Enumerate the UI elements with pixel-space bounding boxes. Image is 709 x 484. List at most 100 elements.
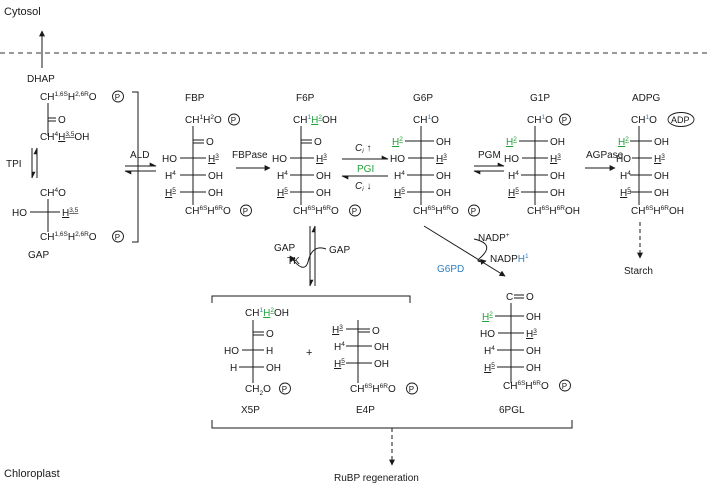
- svg-text:CH6SH6ROH: CH6SH6ROH: [631, 205, 684, 217]
- pgm-enzyme: PGM: [478, 150, 501, 161]
- svg-text:OH: OH: [550, 171, 565, 182]
- tk-enzyme: TK: [287, 256, 300, 267]
- svg-text:P: P: [409, 385, 414, 394]
- svg-text:H2: H2: [482, 311, 493, 323]
- svg-text:H5: H5: [334, 358, 345, 370]
- svg-text:CH1O: CH1O: [631, 114, 657, 126]
- svg-text:H2: H2: [392, 136, 403, 148]
- svg-text:OH: OH: [316, 171, 331, 182]
- svg-text:CH6SH6RO: CH6SH6RO: [503, 380, 549, 392]
- svg-text:O: O: [206, 137, 214, 148]
- rubp-label: RuBP regeneration: [334, 473, 419, 484]
- svg-text:P: P: [115, 233, 120, 242]
- svg-text:CH6SH6ROH: CH6SH6ROH: [527, 205, 580, 217]
- pgi-enzyme: PGI: [357, 164, 374, 175]
- svg-text:CH1H2O: CH1H2O: [185, 114, 222, 126]
- svg-text:HO: HO: [12, 208, 27, 219]
- svg-text:CH1,6SH2,6RO: CH1,6SH2,6RO: [40, 231, 97, 243]
- fbp-label: FBP: [185, 93, 205, 104]
- svg-text:CH6SH6RO: CH6SH6RO: [413, 205, 459, 217]
- svg-text:P: P: [471, 207, 476, 216]
- svg-text:H5: H5: [484, 362, 495, 374]
- svg-text:OH: OH: [436, 188, 451, 199]
- svg-text:HO: HO: [272, 154, 287, 165]
- svg-text:P: P: [282, 385, 287, 394]
- svg-text:OH: OH: [316, 188, 331, 199]
- svg-text:HO: HO: [504, 154, 519, 165]
- svg-text:OH: OH: [654, 188, 669, 199]
- svg-text:H4: H4: [394, 170, 405, 182]
- svg-text:OH: OH: [526, 363, 541, 374]
- tpi-enzyme: TPI: [6, 159, 22, 170]
- svg-text:O: O: [58, 115, 66, 126]
- svg-text:H4: H4: [165, 170, 176, 182]
- svg-text:H3: H3: [654, 153, 665, 165]
- svg-text:C: C: [506, 292, 513, 303]
- svg-text:H3: H3: [208, 153, 219, 165]
- svg-text:H4: H4: [508, 170, 519, 182]
- svg-text:O: O: [372, 326, 380, 337]
- svg-text:H5: H5: [165, 187, 176, 199]
- bottom-bracket: [211, 420, 573, 429]
- svg-text:H4: H4: [620, 170, 631, 182]
- svg-text:OH: OH: [550, 188, 565, 199]
- svg-text:OH: OH: [436, 137, 451, 148]
- svg-text:H3: H3: [436, 153, 447, 165]
- svg-text:CH1,6SH2,6RO: CH1,6SH2,6RO: [40, 91, 97, 103]
- svg-text:CH1H2OH: CH1H2OH: [293, 114, 337, 126]
- gap-out-label: GAP: [329, 245, 350, 256]
- svg-text:CH4O: CH4O: [40, 187, 66, 199]
- svg-text:CH6SH6RO: CH6SH6RO: [293, 205, 339, 217]
- g6pd-enzyme: G6PD: [437, 264, 464, 275]
- svg-text:H3: H3: [550, 153, 561, 165]
- gap-structure: CH4O HO H3,5 CH1,6SH2,6RO P: [12, 187, 124, 243]
- svg-text:H5: H5: [277, 187, 288, 199]
- agpase-enzyme: AGPase: [586, 150, 624, 161]
- svg-text:OH: OH: [436, 171, 451, 182]
- svg-text:HO: HO: [224, 346, 239, 357]
- svg-text:OH: OH: [208, 188, 223, 199]
- svg-text:CH1O: CH1O: [413, 114, 439, 126]
- dhap-label: DHAP: [27, 74, 55, 85]
- svg-text:OH: OH: [526, 346, 541, 357]
- svg-text:H5: H5: [394, 187, 405, 199]
- dhap-structure: CH1,6SH2,6RO P O CH4H3,5OH: [40, 90, 124, 143]
- svg-text:HO: HO: [480, 329, 495, 340]
- svg-text:OH: OH: [654, 137, 669, 148]
- svg-text:H3: H3: [526, 328, 537, 340]
- svg-text:H3: H3: [332, 324, 343, 336]
- nadp-plus-label: NADP+: [478, 232, 510, 244]
- svg-text:H4: H4: [334, 341, 345, 353]
- svg-text:CH1H2OH: CH1H2OH: [245, 307, 289, 319]
- svg-text:H2: H2: [506, 136, 517, 148]
- svg-text:P: P: [243, 207, 248, 216]
- chloroplast-label: Chloroplast: [4, 468, 60, 480]
- x5p-label: X5P: [241, 405, 260, 416]
- g6pd-arrow: [423, 225, 506, 277]
- svg-text:H: H: [230, 363, 237, 374]
- fbpase-enzyme: FBPase: [232, 150, 268, 161]
- starch-label: Starch: [624, 266, 653, 277]
- adpg-label: ADPG: [632, 93, 661, 104]
- svg-text:OH: OH: [654, 171, 669, 182]
- svg-text:CH4H3,5OH: CH4H3,5OH: [40, 131, 89, 143]
- nadp-curve-arrow: [473, 238, 488, 265]
- svg-text:P: P: [562, 382, 567, 391]
- svg-text:ADP: ADP: [671, 115, 690, 125]
- svg-text:P: P: [352, 207, 357, 216]
- nadph-label: NADPH1: [490, 253, 529, 265]
- pgi-ci-down: Ci ↓: [355, 181, 371, 193]
- svg-text:H3,5: H3,5: [62, 207, 79, 219]
- svg-text:H5: H5: [620, 187, 631, 199]
- x5p-e4p-bracket: [211, 295, 411, 303]
- svg-text:OH: OH: [374, 359, 389, 370]
- svg-text:H2: H2: [618, 136, 629, 148]
- svg-text:OH: OH: [208, 171, 223, 182]
